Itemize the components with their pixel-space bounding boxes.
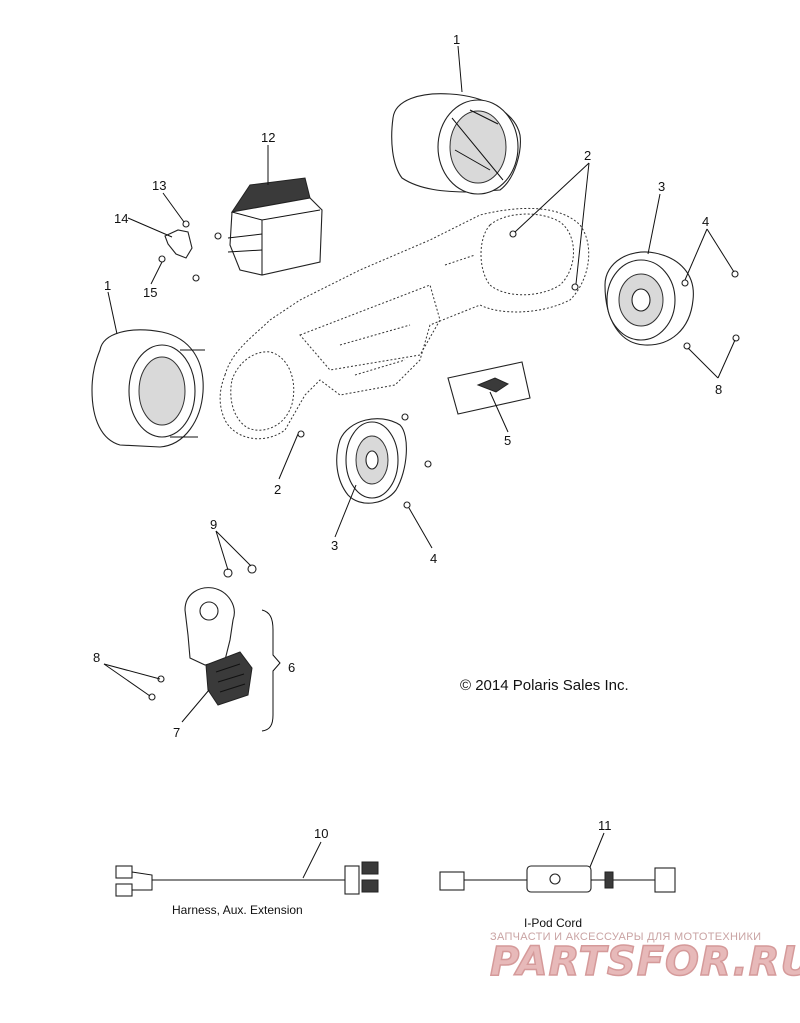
ipod-cord <box>439 865 676 893</box>
switch-assembly <box>148 564 257 706</box>
copyright-notice: © 2014 Polaris Sales Inc. <box>460 677 629 694</box>
caption-ipod-cord: I-Pod Cord <box>524 916 582 930</box>
speaker-pod-left <box>91 329 205 448</box>
watermark-tagline: ЗАПЧАСТИ И АКСЕССУАРЫ ДЛЯ МОТОТЕХНИКИ <box>490 931 761 943</box>
aux-harness <box>115 861 379 897</box>
callout-2-top: 2 <box>584 148 591 163</box>
speaker-screws-right <box>681 270 740 350</box>
speaker-screws-lower <box>401 413 432 509</box>
callout-11: 11 <box>598 818 612 833</box>
group-bracket-6 <box>261 609 281 732</box>
callout-10: 10 <box>314 826 328 841</box>
callout-14: 14 <box>114 211 128 226</box>
amplifier <box>227 177 323 276</box>
trim-badge <box>447 361 531 415</box>
callout-13: 13 <box>152 178 166 193</box>
fairing-inner-panel <box>219 208 590 440</box>
callout-4-right: 4 <box>702 214 709 229</box>
callout-12: 12 <box>261 130 275 145</box>
caption-harness: Harness, Aux. Extension <box>172 903 303 917</box>
callout-8-right: 8 <box>715 382 722 397</box>
callout-8-left: 8 <box>93 650 100 665</box>
callout-9: 9 <box>210 517 217 532</box>
speaker-bottom <box>336 418 407 504</box>
callout-5: 5 <box>504 433 511 448</box>
leader-lines <box>103 45 736 879</box>
speaker-right <box>604 251 694 346</box>
callout-3-right: 3 <box>658 179 665 194</box>
callout-15: 15 <box>143 285 157 300</box>
callout-6: 6 <box>288 660 295 675</box>
callout-1-left: 1 <box>104 278 111 293</box>
amp-bracket <box>158 220 222 282</box>
watermark-logo: PARTSFOR.RU <box>490 939 800 985</box>
callout-labels: 1 1 2 2 3 3 4 4 5 6 7 8 8 9 10 11 12 13 … <box>93 32 722 841</box>
callout-4-bottom: 4 <box>430 551 437 566</box>
callout-2-bottom: 2 <box>274 482 281 497</box>
callout-1-top: 1 <box>453 32 460 47</box>
callout-3-bottom: 3 <box>331 538 338 553</box>
fairing-screws <box>297 230 579 438</box>
callout-7: 7 <box>173 725 180 740</box>
speaker-pod-top <box>391 93 521 195</box>
